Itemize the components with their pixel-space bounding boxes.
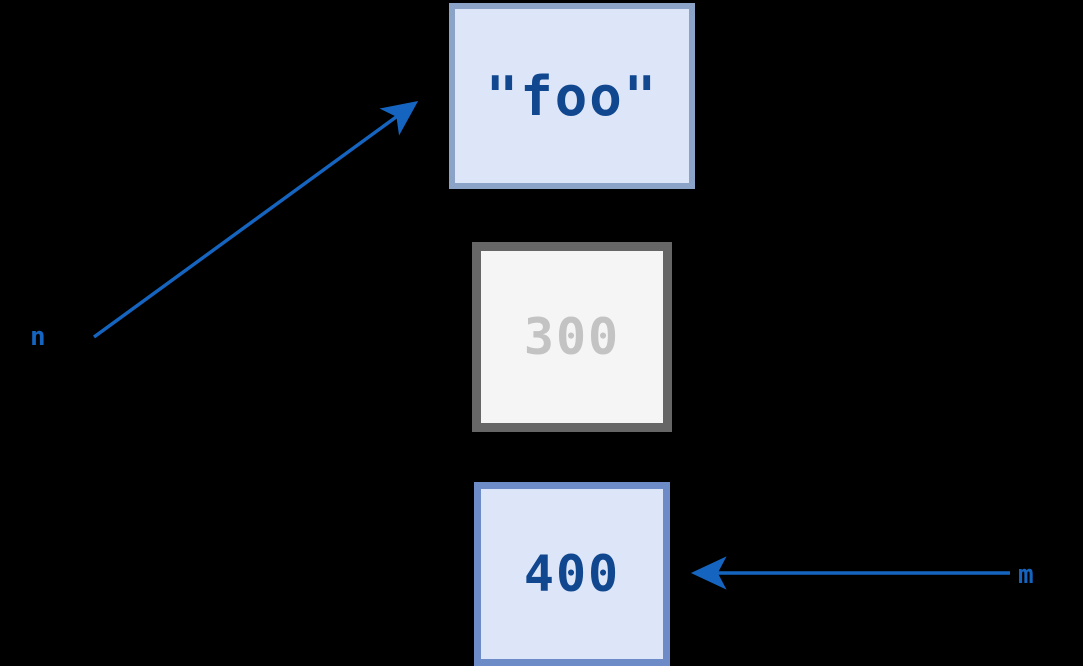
value-box-300: 300 [472, 242, 672, 432]
value-box-400: 400 [474, 482, 670, 666]
variable-label-n: n [30, 322, 46, 352]
variable-label-m: m [1018, 560, 1034, 590]
value-box-foo: "foo" [449, 3, 695, 189]
arrow-n-to-foo [92, 100, 419, 339]
